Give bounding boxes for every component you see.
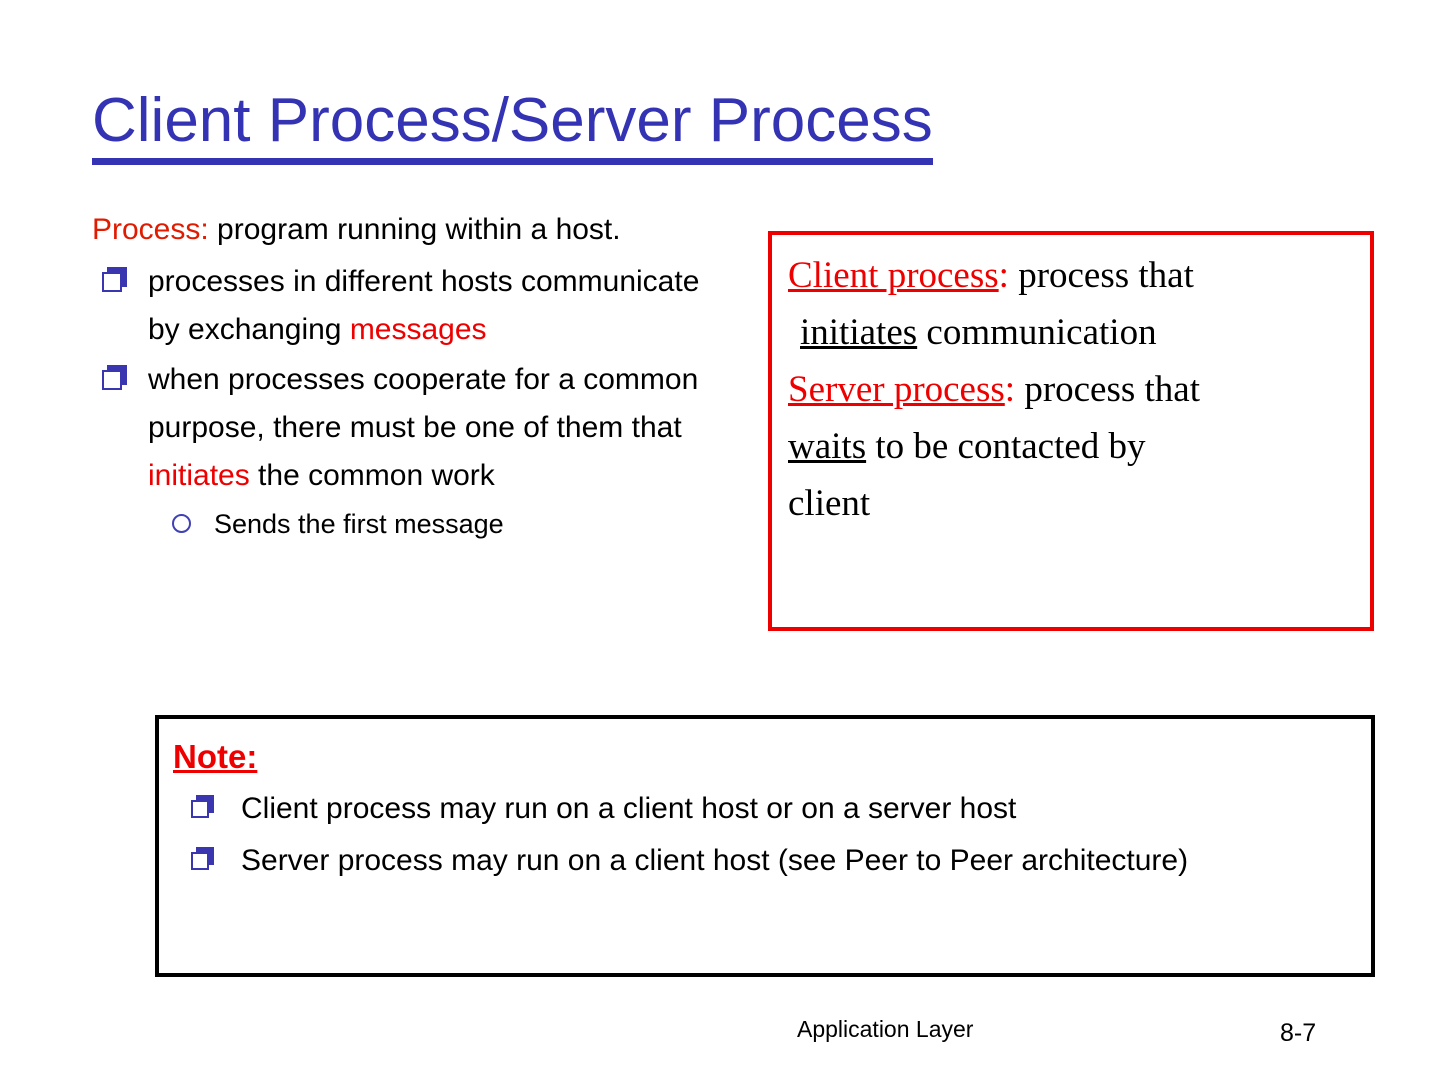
client-process-rest: process that (1008, 255, 1194, 296)
definition-line-5: client (788, 475, 1360, 532)
server-process-colon: : (1004, 369, 1016, 410)
waits-rest: to be contacted by (866, 426, 1146, 467)
note-content: Note: Client process may run on a client… (173, 735, 1359, 889)
sub-bullet-text: Sends the first message (214, 509, 504, 539)
definition-callout-box: Client process: process that initiates c… (768, 231, 1374, 631)
note-list-item: Server process may run on a client host … (173, 837, 1359, 885)
note-list-item: Client process may run on a client host … (173, 785, 1359, 833)
client-process-term: Client process (788, 255, 999, 296)
definition-text: Client process: process that initiates c… (788, 247, 1360, 532)
footer-label: Application Layer (797, 1016, 974, 1042)
bullet-text-2b: initiates (148, 459, 250, 492)
footer-page-number: 8-7 (1280, 1019, 1317, 1047)
waits-emph: waits (788, 426, 867, 467)
bullet-text-1a: processes in different hosts communicate… (148, 265, 700, 346)
left-content-column: Process: program running within a host. … (92, 206, 712, 546)
server-process-term: Server process (788, 369, 1005, 410)
page-title-text: Client Process/Server Process (92, 86, 933, 165)
bullet-text-2c: the common work (249, 459, 495, 492)
list-item: when processes cooperate for a common pu… (92, 356, 712, 500)
bullet-text-2a: when processes cooperate for a common pu… (148, 363, 699, 444)
bullet-text-1b: messages (349, 313, 487, 346)
square-shadow-bullet-icon (191, 795, 215, 819)
initiates-emph: initiates (800, 312, 918, 353)
lead-paragraph: Process: program running within a host. (92, 206, 712, 254)
list-item: processes in different hosts communicate… (92, 258, 712, 354)
square-shadow-bullet-icon (102, 267, 128, 293)
note-callout-box: Note: Client process may run on a client… (155, 715, 1375, 977)
definition-line-4: waits to be contacted by (788, 418, 1360, 475)
note-title: Note: (173, 735, 1359, 779)
circle-outline-bullet-icon (172, 514, 191, 533)
square-shadow-bullet-icon (102, 365, 128, 391)
lead-text: program running within a host. (208, 213, 621, 246)
note-title-text: Note: (173, 738, 258, 775)
definition-line-2: initiates communication (788, 304, 1360, 361)
server-process-rest: process that (1015, 369, 1201, 410)
note-bullet-text-1: Client process may run on a client host … (241, 792, 1017, 825)
note-bullet-text-2: Server process may run on a client host … (241, 844, 1189, 877)
client-process-colon: : (998, 255, 1009, 296)
definition-line-3: Server process: process that (788, 361, 1360, 418)
client-word: client (788, 483, 871, 524)
square-shadow-bullet-icon (191, 847, 215, 871)
lead-label: Process: (92, 213, 209, 246)
list-item-sub: Sends the first message (92, 502, 712, 546)
page-title: Client Process/Server Process (92, 86, 1202, 165)
initiates-rest: communication (917, 312, 1157, 353)
definition-line-1: Client process: process that (788, 247, 1360, 304)
